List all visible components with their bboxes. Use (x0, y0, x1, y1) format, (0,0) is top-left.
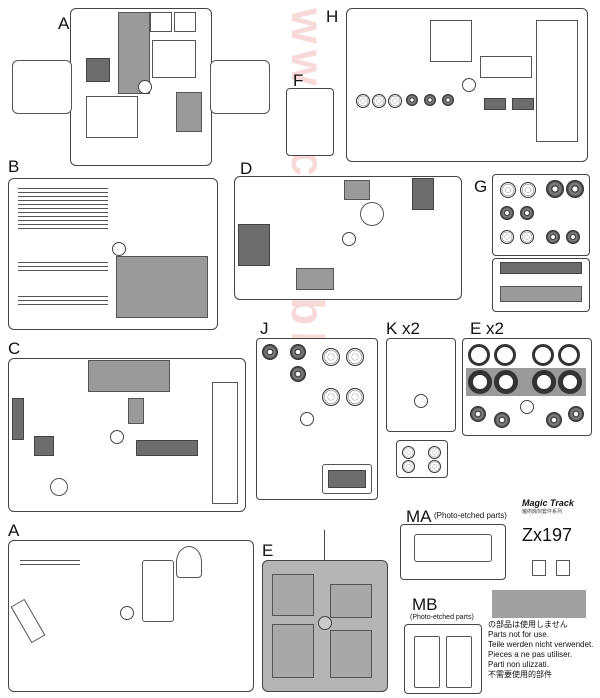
notice-line: Parts not for use. (488, 630, 549, 639)
ma-note: (Photo-etched parts) (434, 511, 507, 520)
label-sprue-e-x2: E x2 (470, 319, 505, 338)
label-ma: MA (406, 507, 432, 526)
label-sprue-a-top: A (58, 14, 70, 33)
not-for-use-swatch (492, 590, 586, 618)
brand-subtitle: 魔術蝕刻套件系列 (522, 509, 563, 515)
label-sprue-k: K x2 (386, 319, 421, 338)
label-sprue-g: G (474, 177, 488, 196)
notice-line: 不需要使用的部件 (488, 670, 552, 679)
sprue-f (286, 88, 334, 156)
kit-code: Zx197 (522, 525, 573, 545)
label-sprue-c: C (8, 339, 21, 358)
label-sprue-a-bottom: A (8, 521, 20, 540)
mb-note: (Photo-etched parts) (410, 614, 474, 621)
label-sprue-e: E (262, 541, 274, 560)
label-mb: MB (412, 595, 438, 614)
magic-track-logo: Magic Track 魔術蝕刻套件系列 (522, 498, 586, 515)
label-sprue-f: F (293, 71, 304, 90)
notice-line: の部品は使用しません (488, 620, 568, 629)
notice-line: Pieces a ne pas utiliser. (488, 650, 573, 659)
notice-line: Parti non ulizzati. (488, 660, 549, 669)
label-sprue-j: J (260, 319, 269, 338)
label-sprue-h: H (326, 7, 339, 26)
label-sprue-d: D (240, 159, 253, 178)
not-for-use-notice: の部品は使用しません Parts not for use. Teile werd… (488, 620, 596, 680)
notice-line: Teile werden nicht verwendet. (488, 640, 594, 649)
label-sprue-b: B (8, 157, 20, 176)
